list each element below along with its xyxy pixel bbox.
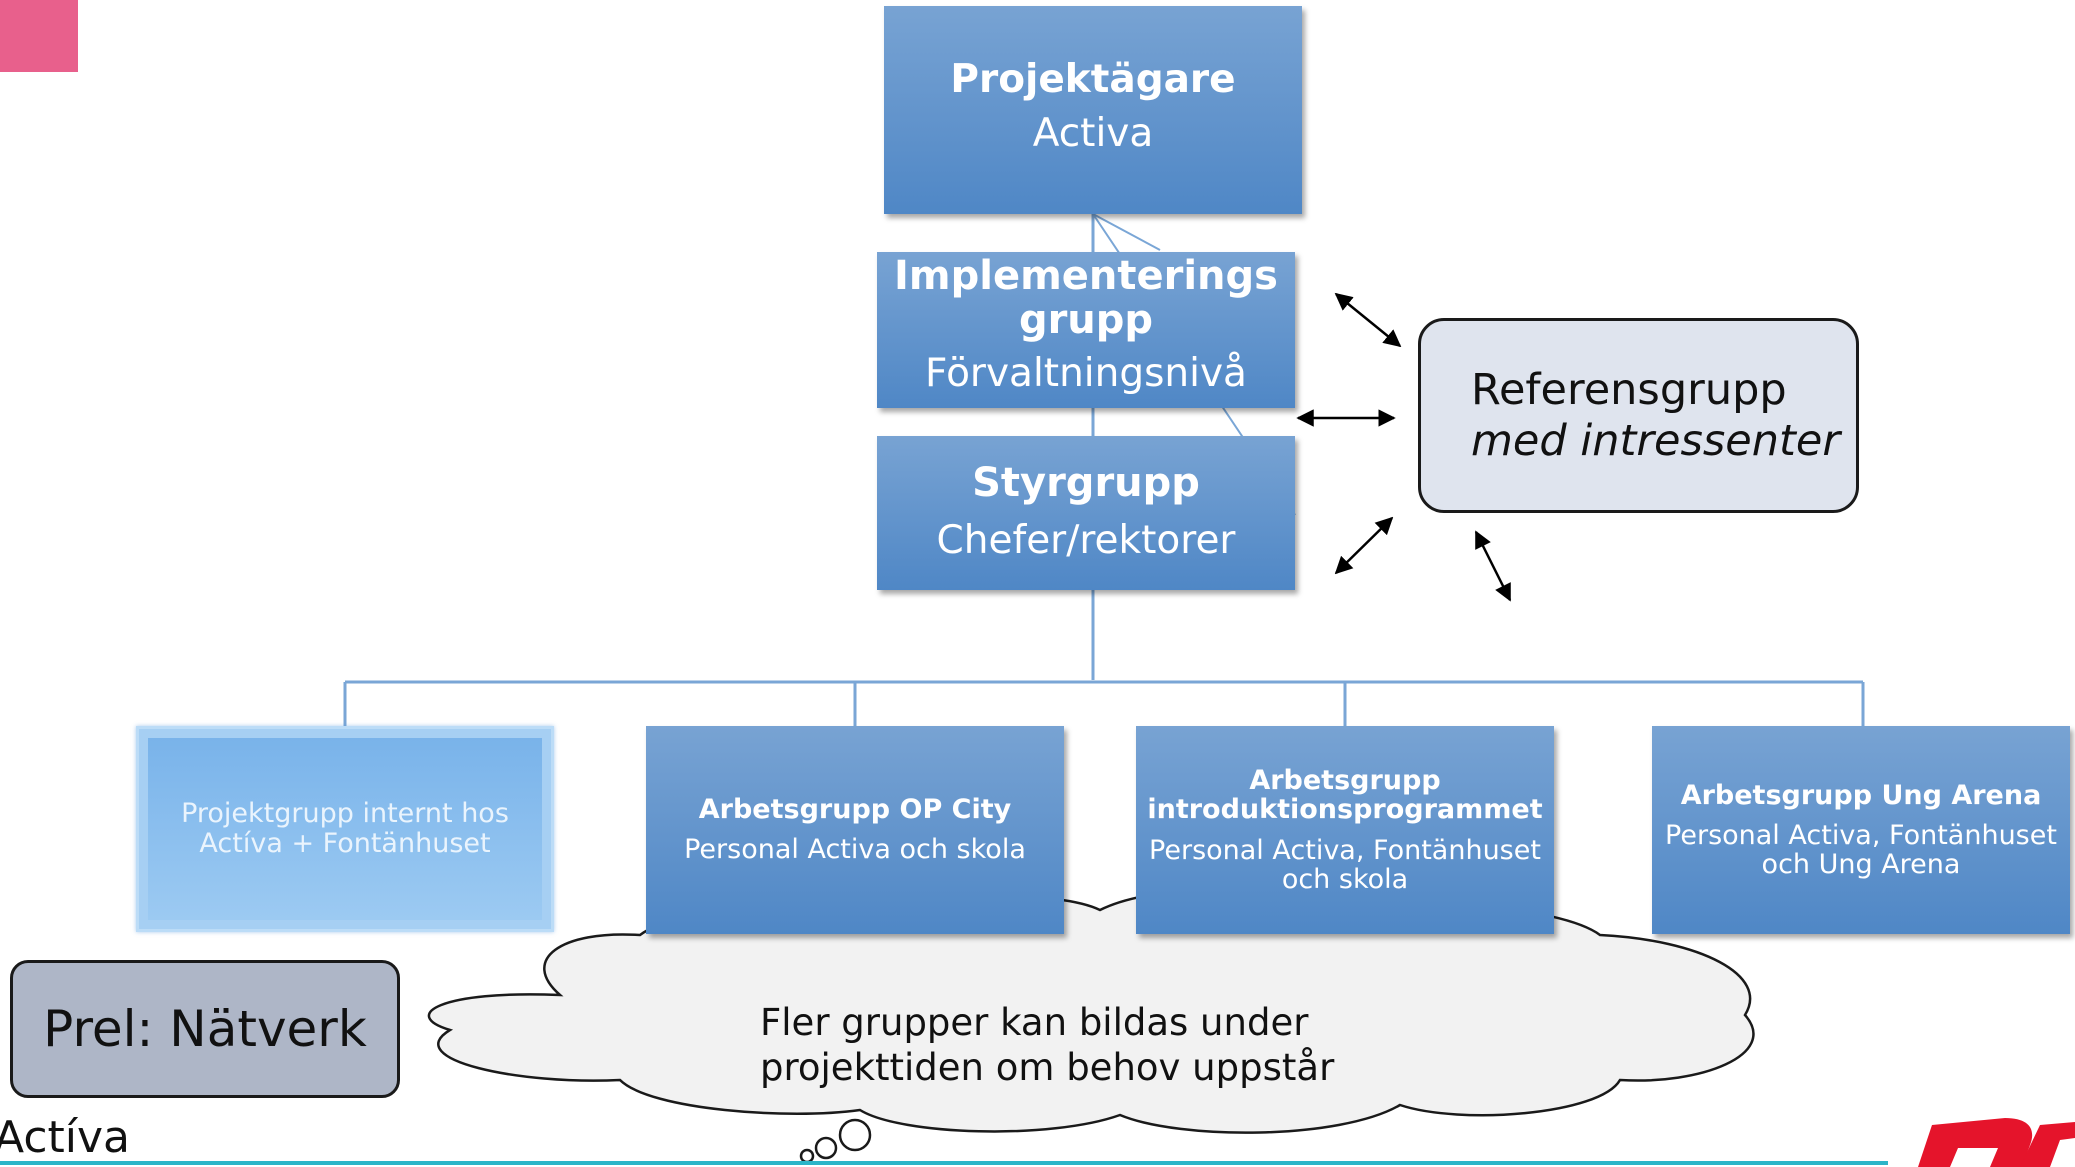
- implementation-group-box: Implementerings grupp Förvaltningsnivå: [877, 252, 1295, 408]
- working-group-intro-subtitle-line1: Personal Activa, Fontänhuset: [1149, 835, 1541, 866]
- reference-group-box: Referensgrupp med intressenter: [1418, 318, 1859, 513]
- reference-group-subtitle: med intressenter: [1471, 416, 1841, 466]
- working-group-intro-box: Arbetsgrupp introduktionsprogrammet Pers…: [1136, 726, 1554, 934]
- working-group-op-city-subtitle: Personal Activa och skola: [684, 834, 1026, 865]
- working-group-intro-subtitle-line2: och skola: [1281, 864, 1409, 895]
- corner-tab: [0, 0, 78, 72]
- working-group-intro-title-line1: Arbetsgrupp: [1249, 765, 1441, 796]
- working-group-ung-arena-subtitle-line1: Personal Activa, Fontänhuset: [1665, 820, 2057, 851]
- steering-group-box: Styrgrupp Chefer/rektorer: [877, 436, 1295, 590]
- working-group-op-city-title: Arbetsgrupp OP City: [698, 794, 1012, 825]
- steering-group-subtitle: Chefer/rektorer: [936, 518, 1236, 563]
- implementation-group-subtitle: Förvaltningsnivå: [925, 351, 1247, 396]
- network-box: Prel: Nätverk: [10, 960, 400, 1098]
- project-owner-box: Projektägare Activa: [884, 6, 1302, 214]
- working-group-ung-arena-title: Arbetsgrupp Ung Arena: [1680, 780, 2042, 811]
- double-arrow: [1474, 530, 1512, 602]
- cloud-text-line1: Fler grupper kan bildas under: [760, 1001, 1309, 1044]
- cloud-text: Fler grupper kan bildas under projekttid…: [760, 1000, 1360, 1090]
- project-group-box: Projektgrupp internt hos Actíva + Fontän…: [136, 726, 554, 932]
- reference-group-title: Referensgrupp: [1471, 365, 1787, 415]
- activa-logo: [1918, 1118, 2075, 1167]
- implementation-group-title-line1: Implementerings: [894, 253, 1278, 299]
- steering-group-title: Styrgrupp: [972, 460, 1200, 506]
- project-group-line1: Projektgrupp internt hos: [181, 798, 509, 829]
- project-owner-title: Projektägare: [950, 57, 1236, 102]
- project-group-line2: Actíva + Fontänhuset: [199, 828, 491, 859]
- cloud-text-line2: projekttiden om behov uppstår: [760, 1046, 1335, 1089]
- footer-brand: Actíva: [0, 1112, 130, 1163]
- thought-bubbles: [799, 1118, 872, 1164]
- double-arrow: [1334, 292, 1402, 348]
- working-group-intro-title-line2: introduktionsprogrammet: [1147, 794, 1543, 825]
- implementation-group-title-line2: grupp: [1018, 297, 1154, 343]
- working-group-op-city-box: Arbetsgrupp OP City Personal Activa och …: [646, 726, 1064, 934]
- project-owner-subtitle: Activa: [1032, 111, 1154, 156]
- network-label: Prel: Nätverk: [43, 1000, 367, 1058]
- working-group-ung-arena-subtitle-line2: och Ung Arena: [1761, 849, 1961, 880]
- double-arrow: [1334, 516, 1394, 575]
- working-group-ung-arena-box: Arbetsgrupp Ung Arena Personal Activa, F…: [1652, 726, 2070, 934]
- diagonal-connector: [1092, 213, 1161, 251]
